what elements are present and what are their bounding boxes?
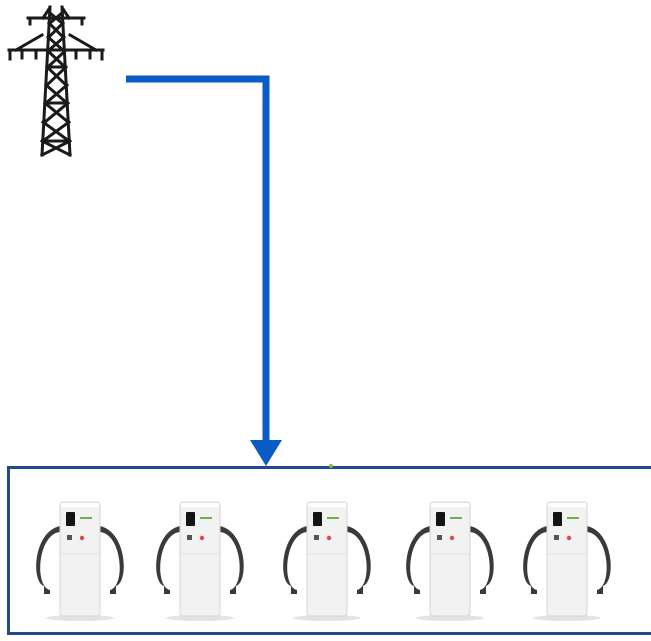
- ev-charger-icon: [156, 501, 244, 621]
- feed-arrowhead: [250, 440, 282, 466]
- feed-line-path: [126, 75, 270, 445]
- connection-marker: [329, 464, 333, 468]
- ev-charger-icon: [36, 501, 124, 621]
- ev-charger-icon: [406, 501, 494, 621]
- ev-charger-icon: [523, 501, 611, 621]
- power-tower-icon: [7, 5, 105, 157]
- ev-charger-icon: [283, 501, 371, 621]
